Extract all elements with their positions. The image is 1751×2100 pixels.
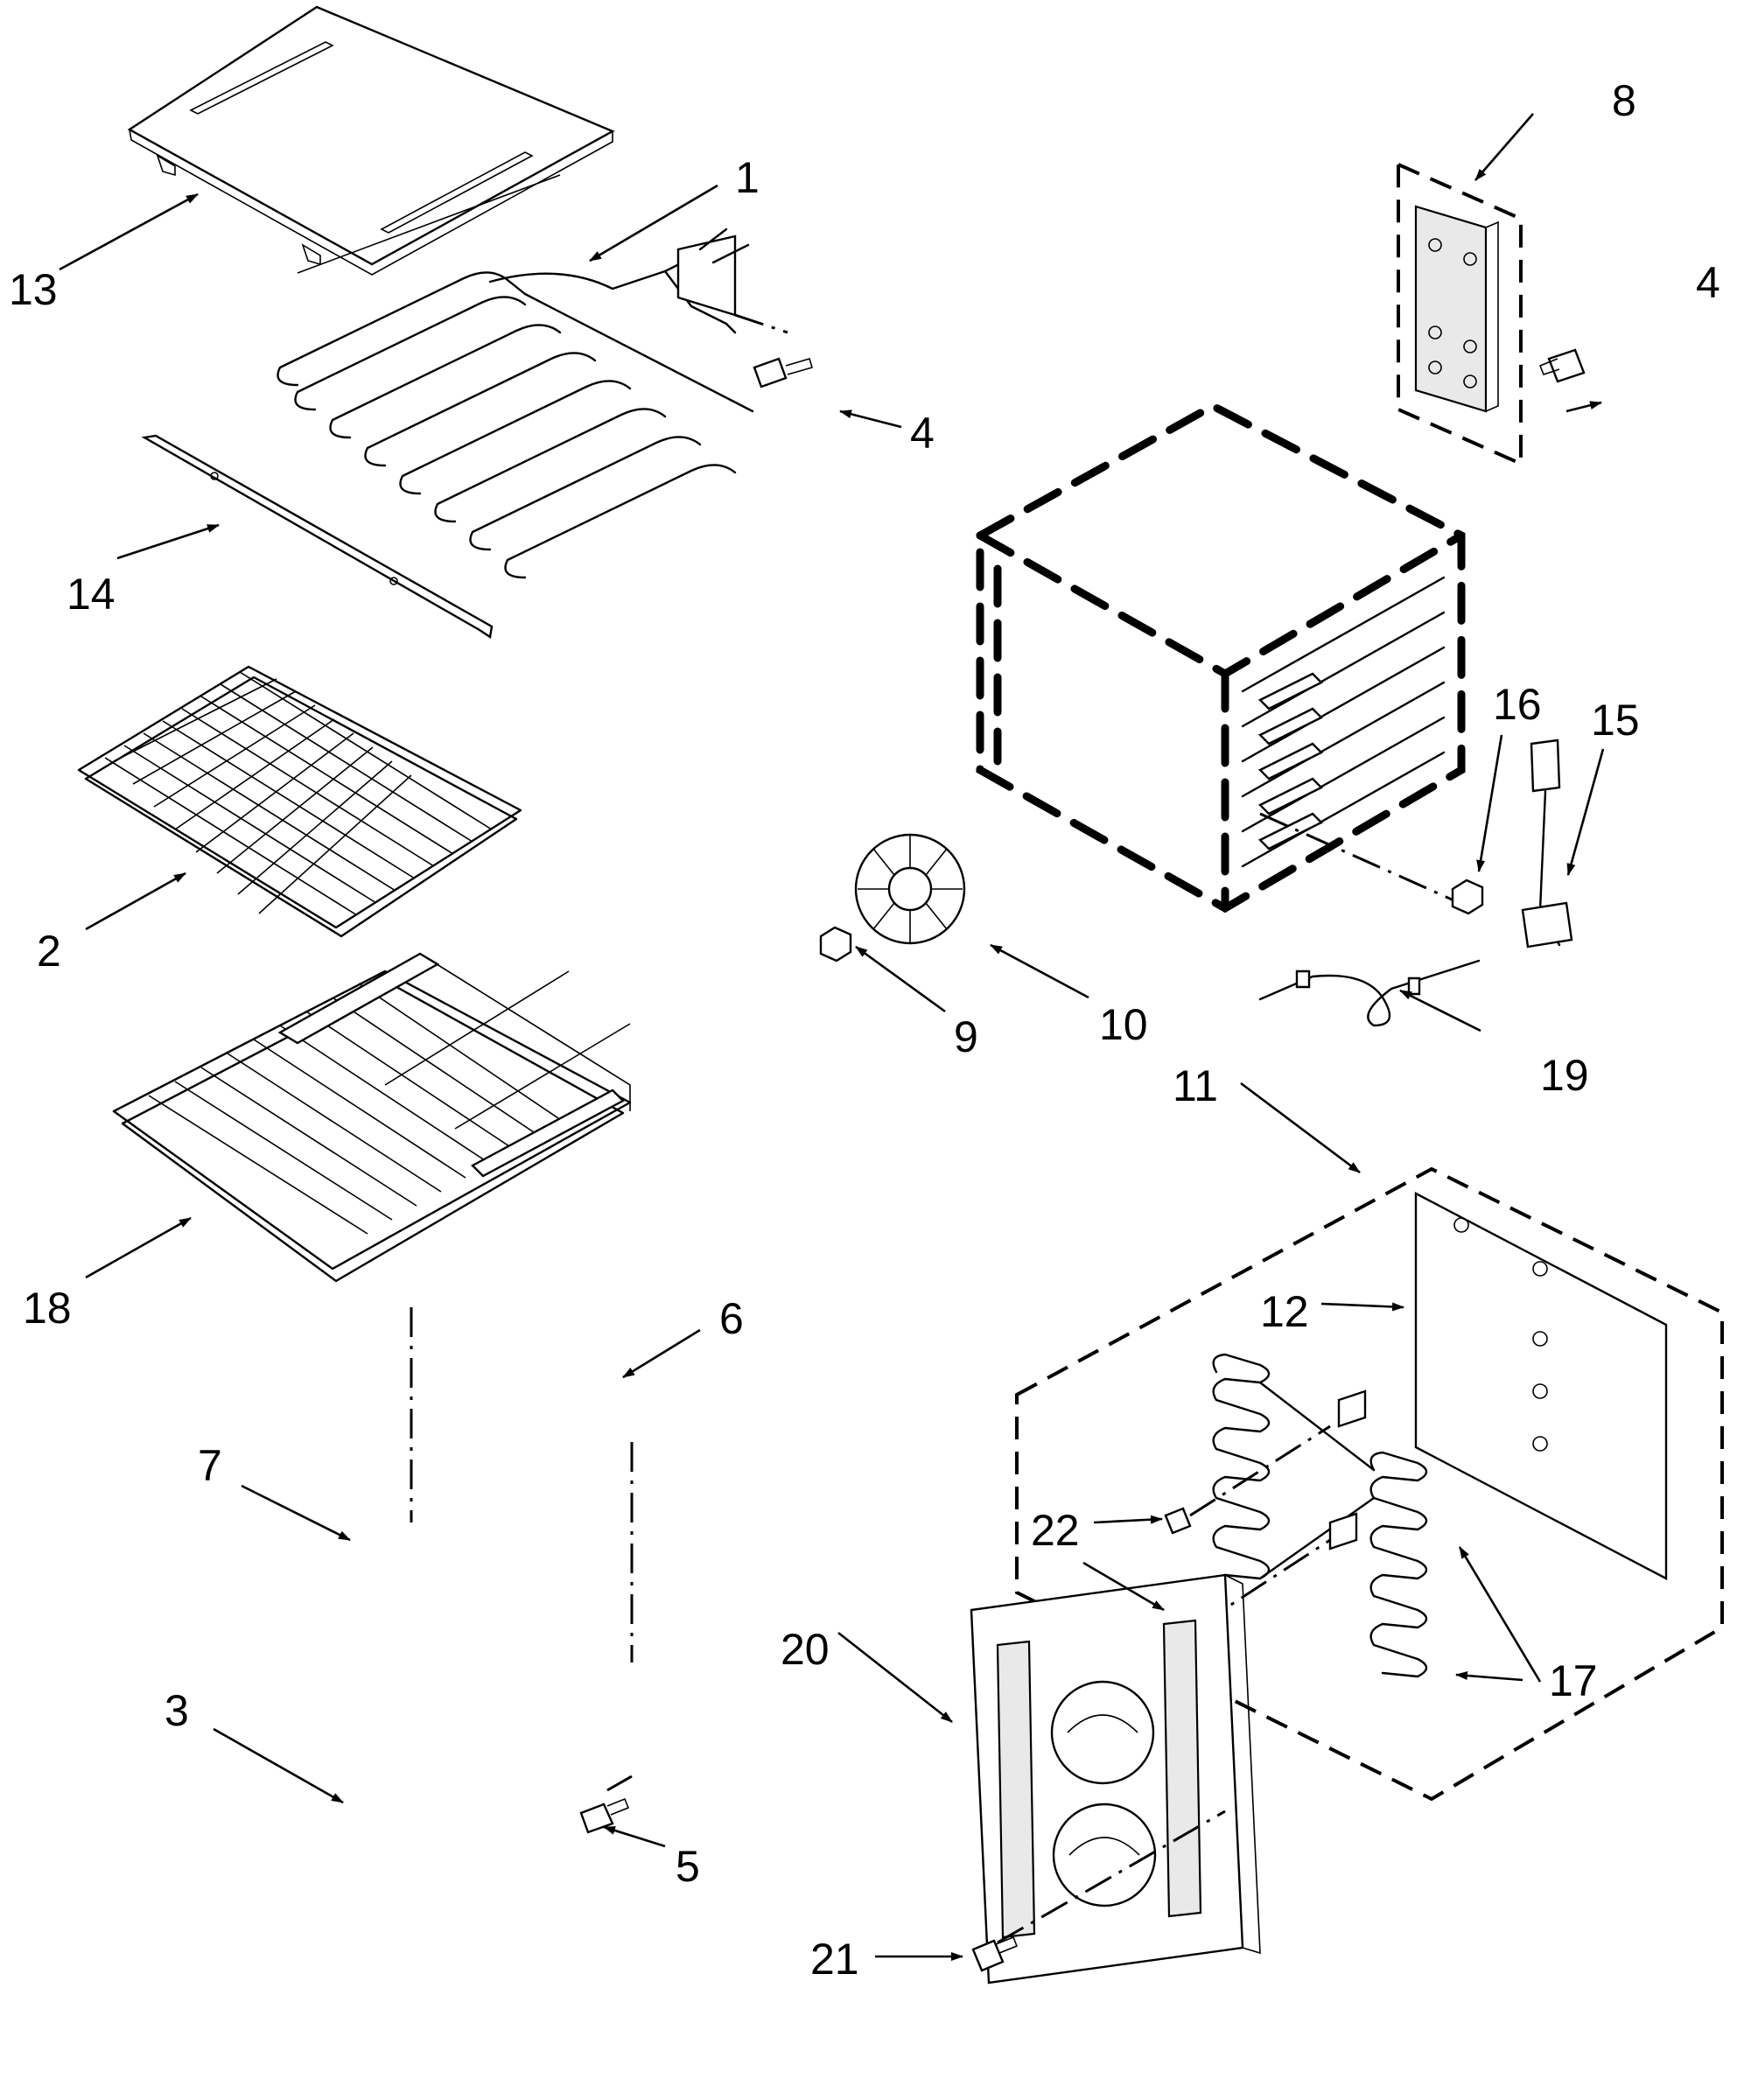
oven-rack-part-2	[77, 665, 522, 938]
screw-part-4	[753, 357, 813, 388]
convection-element-kit-part-11	[1015, 1166, 1724, 1802]
nut-part-16	[1451, 878, 1484, 915]
leader-arrows	[59, 113, 1605, 1961]
callout-8: 8	[1612, 76, 1636, 125]
callout-21: 21	[810, 1935, 859, 1984]
roll-out-rack-part-18	[112, 952, 632, 1283]
meat-probe-part-19	[1258, 959, 1481, 1027]
callout-22: 22	[1031, 1506, 1080, 1555]
callout-labels: 1 4 4 13 14 2 18 6 7 3 5 8 9 10 19 11 12…	[9, 76, 1720, 1984]
callout-3: 3	[165, 1686, 189, 1735]
top-panel-part-13	[127, 5, 615, 276]
callout-10: 10	[1099, 1000, 1148, 1049]
callout-17: 17	[1549, 1656, 1598, 1705]
callout-16: 16	[1493, 680, 1542, 729]
rear-panel-part-20	[970, 1573, 1261, 1984]
bake-element-part-1	[277, 174, 788, 579]
callout-14: 14	[67, 570, 116, 619]
screw-part-4-right	[1538, 348, 1586, 383]
callout-6: 6	[719, 1294, 744, 1343]
callout-9: 9	[954, 1012, 978, 1061]
callout-7: 7	[198, 1441, 222, 1490]
callout-19: 19	[1540, 1051, 1589, 1100]
convection-element-part-17	[1212, 1353, 1428, 1678]
callout-11: 11	[1173, 1061, 1218, 1110]
screw-part-5	[579, 1797, 630, 1834]
convection-fan-part-10	[854, 833, 966, 945]
callout-12: 12	[1260, 1287, 1309, 1336]
callout-18: 18	[23, 1284, 72, 1333]
back-panel-part-12	[1414, 1192, 1668, 1580]
sensor-part-15	[1521, 738, 1573, 948]
callout-13: 13	[9, 265, 58, 314]
callout-20: 20	[781, 1625, 830, 1674]
callout-4-upper: 4	[910, 409, 935, 458]
oven-cavity-outline	[976, 401, 1476, 914]
screw-part-21	[971, 1936, 1019, 1972]
callout-5: 5	[676, 1842, 700, 1891]
rack-slide-centerlines	[410, 1307, 634, 1792]
terminal-block-part-8	[1397, 161, 1523, 467]
callout-2: 2	[37, 927, 61, 976]
callout-1: 1	[735, 153, 760, 202]
callout-4-right: 4	[1696, 258, 1720, 307]
rail-part-14	[141, 434, 494, 640]
callout-15: 15	[1591, 696, 1640, 745]
fan-nut-part-9	[819, 926, 852, 962]
